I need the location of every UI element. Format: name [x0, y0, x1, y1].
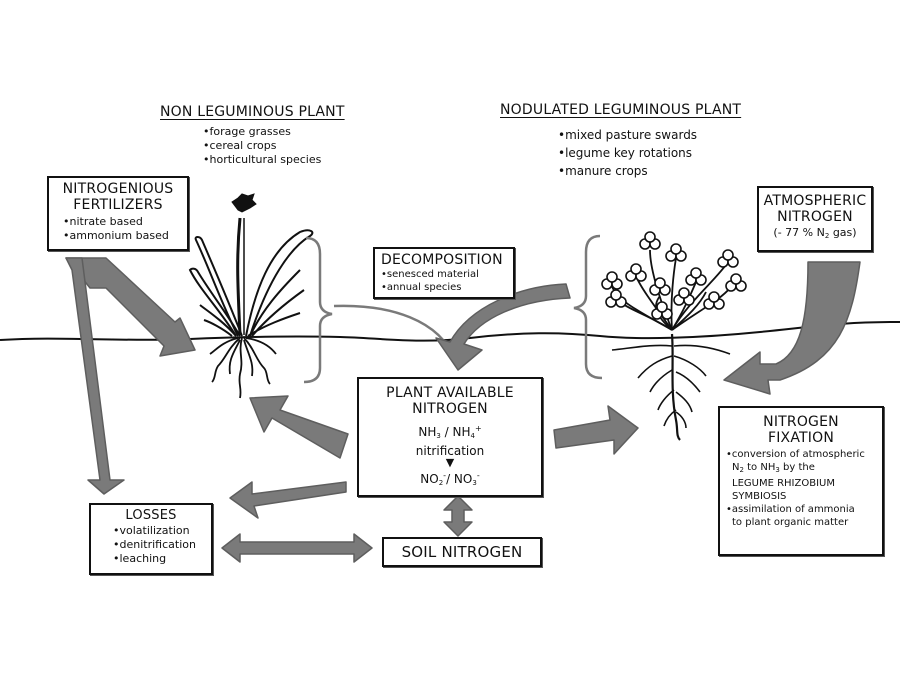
list-item: senesced material	[381, 268, 507, 281]
arrow-atmospheric-to-fixation	[723, 261, 861, 395]
non-leguminous-heading: NON LEGUMINOUS PLANT	[160, 104, 345, 120]
arrow-decomposition	[435, 283, 571, 371]
arrow-available-soil-double	[443, 495, 473, 537]
soil-nitrogen-title: SOIL NITROGEN	[401, 543, 523, 561]
arrow-fertilizer-to-losses	[65, 257, 125, 495]
list-item: annual species	[381, 281, 507, 294]
plant-available-title-2: NITROGEN	[412, 401, 488, 417]
fixation-details: conversion of atmospheric N2 to NH3 by t…	[726, 448, 876, 529]
down-arrow-icon: ▼	[445, 456, 455, 469]
list-item: volatilization	[113, 524, 205, 538]
nitrogen-fixation-box: NITROGEN FIXATION conversion of atmosphe…	[718, 406, 884, 556]
clover-brace	[573, 234, 603, 380]
losses-box: LOSSES volatilization denitrification le…	[89, 503, 213, 575]
list-item: forage grasses	[203, 125, 321, 139]
ammonium-formula: NH3 / NH4+	[418, 424, 482, 440]
list-item: manure crops	[558, 162, 697, 180]
arrow-available-to-grass	[249, 395, 349, 459]
grass-roots-icon	[209, 337, 277, 399]
atmospheric-title-2: NITROGEN	[777, 209, 853, 225]
nitrification-label: nitrification	[415, 444, 485, 458]
soil-surface-line	[0, 321, 900, 342]
fixation-title-1: NITROGEN	[763, 414, 839, 430]
list-item: legume key rotations	[558, 144, 697, 162]
losses-title: LOSSES	[125, 508, 177, 523]
arrow-fertilizer-to-plant	[65, 257, 196, 357]
arrows	[65, 257, 861, 563]
grass-plant-icon	[188, 193, 314, 337]
clover-flowers	[601, 231, 747, 320]
plant-available-title-1: PLANT AVAILABLE	[386, 385, 514, 401]
decomposition-title: DECOMPOSITION	[381, 252, 503, 268]
atmospheric-nitrogen-box: ATMOSPHERIC NITROGEN (- 77 % N2 gas)	[757, 186, 873, 252]
fertilizers-box: NITROGENIOUS FERTILIZERS nitrate based a…	[47, 176, 189, 251]
list-item: horticultural species	[203, 153, 322, 167]
leguminous-list: mixed pasture swards legume key rotation…	[558, 126, 697, 180]
fertilizers-title-1: NITROGENIOUS	[62, 181, 174, 197]
list-item: mixed pasture swards	[558, 126, 697, 144]
leguminous-heading: NODULATED LEGUMINOUS PLANT	[500, 102, 742, 118]
list-item: cereal crops	[203, 139, 321, 153]
non-leguminous-list: forage grasses cereal crops horticultura…	[203, 125, 322, 167]
fixation-title-2: FIXATION	[767, 430, 835, 446]
decomposition-flow-line	[333, 304, 457, 361]
arrow-available-to-legume	[553, 405, 639, 455]
arrow-losses-soil-double	[221, 533, 373, 563]
fertilizers-title-2: FERTILIZERS	[73, 197, 163, 213]
soil-nitrogen-box: SOIL NITROGEN	[382, 537, 542, 567]
atmospheric-title-1: ATMOSPHERIC	[763, 193, 867, 209]
nitrate-formula: NO2-/ NO3-	[420, 471, 480, 487]
grass-brace	[303, 236, 333, 384]
plant-available-nitrogen-box: PLANT AVAILABLE NITROGEN NH3 / NH4+ nitr…	[357, 377, 543, 497]
arrow-available-to-losses	[229, 481, 347, 519]
list-item: nitrate based	[63, 215, 181, 229]
atmospheric-note: (- 77 % N2 gas)	[773, 226, 857, 240]
list-item: ammonium based	[63, 229, 181, 243]
clover-roots-icon	[611, 333, 731, 441]
list-item: denitrification	[113, 538, 205, 552]
decomposition-box: DECOMPOSITION senesced material annual s…	[373, 247, 515, 299]
list-item: leaching	[113, 552, 205, 566]
